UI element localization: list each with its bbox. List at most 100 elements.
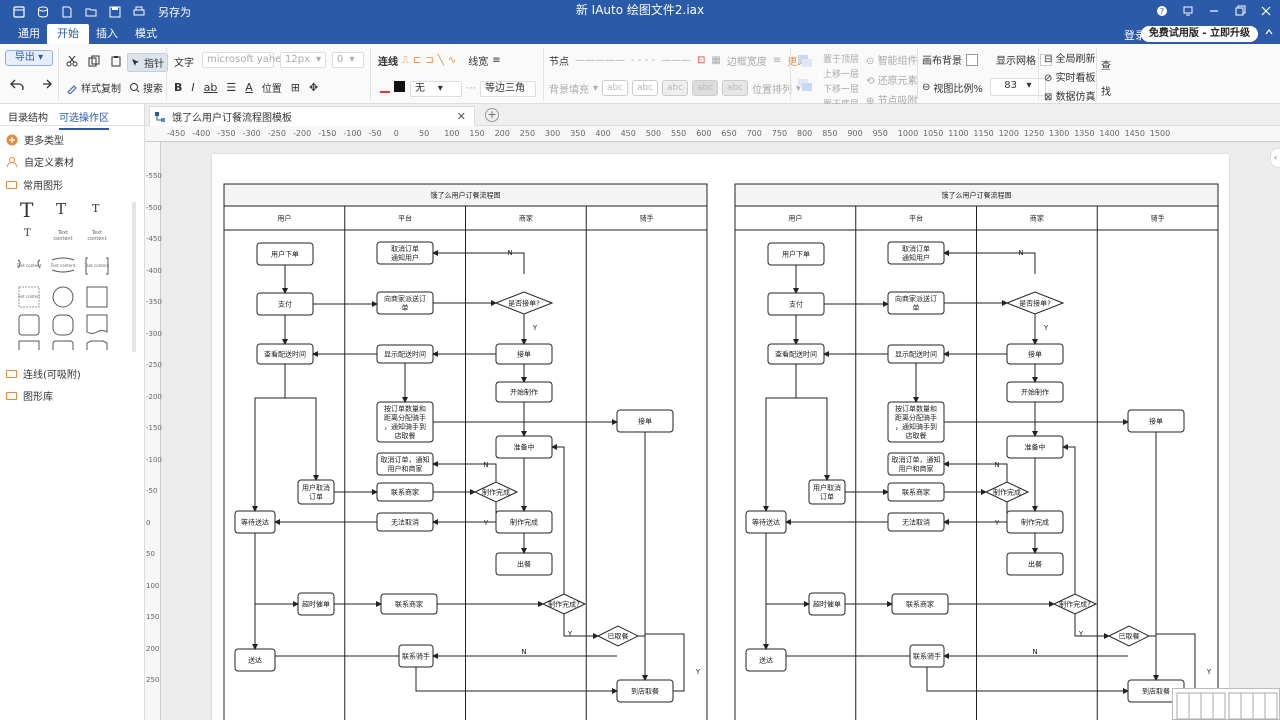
copy-icon[interactable] (88, 55, 100, 70)
text-tiny-shape[interactable]: T (24, 228, 31, 239)
bring-top-button[interactable]: 置于顶层 (823, 55, 860, 65)
new-tab-button[interactable]: + (485, 108, 499, 122)
node-dash-icon[interactable]: - - - - (631, 55, 655, 66)
change-label[interactable]: 更改 (787, 57, 808, 68)
line-width-icon[interactable]: ≡ (492, 55, 501, 66)
style-swatch-1[interactable]: abc (602, 80, 629, 96)
style-swatch-3[interactable]: abc (662, 80, 689, 96)
text-small-shape[interactable]: T (92, 202, 100, 215)
smart-component-button[interactable]: ⊙ 智能组件 (866, 56, 918, 67)
bg-fill-button[interactable]: 背景填充 (549, 84, 589, 96)
tab-start[interactable]: 开始 (47, 24, 89, 44)
tab-mode[interactable]: 模式 (135, 27, 157, 40)
redo-icon[interactable] (38, 78, 52, 93)
collapse-ribbon-icon[interactable] (1264, 27, 1274, 40)
file-icon[interactable] (10, 3, 28, 21)
tab-directory[interactable]: 目录结构 (8, 113, 48, 124)
circle-shape[interactable] (52, 286, 74, 308)
connectors-item[interactable]: 连线(可吸附) (6, 366, 81, 381)
border-width-icon[interactable]: ≡ (772, 55, 782, 66)
right-panel-toggle[interactable]: ‹ (1270, 148, 1280, 168)
square-bracket-shape[interactable]: Text content (84, 256, 110, 276)
tab-operation-area[interactable]: 可选操作区 (59, 109, 109, 130)
letter-spacing-select[interactable]: 0 ▾ (332, 52, 364, 68)
align-icon[interactable]: ☰ (226, 81, 237, 94)
document-shape[interactable] (86, 314, 108, 336)
custom-assets-item[interactable]: 自定义素材 (6, 154, 74, 169)
text-box-shape[interactable]: Text content (18, 286, 40, 308)
document-tab[interactable]: 饿了么用户订餐流程图模板 ✕ (149, 106, 475, 126)
tab-insert[interactable]: 插入 (96, 27, 118, 40)
diagonal-connector-icon[interactable]: ╲ (437, 55, 444, 66)
print-icon[interactable] (130, 3, 148, 21)
database-icon[interactable] (34, 3, 52, 21)
layer-icon[interactable] (797, 54, 813, 71)
palette-scrollbar[interactable] (132, 202, 136, 352)
save-icon[interactable] (106, 3, 124, 21)
partial-shape-2[interactable] (52, 340, 74, 350)
tab-general[interactable]: 通用 (18, 27, 40, 40)
restore-element-button[interactable]: ⟲ 还原元素 (866, 76, 918, 87)
italic-icon[interactable]: I (191, 81, 195, 94)
canvas-bg-checkbox[interactable] (966, 53, 978, 66)
live-board-button[interactable]: ⊘ 实时看板 (1044, 73, 1096, 84)
cut-icon[interactable] (66, 55, 78, 70)
brace-shape[interactable]: Text content (16, 256, 42, 276)
skin-icon[interactable] (1180, 3, 1196, 19)
new-file-icon[interactable] (58, 3, 76, 21)
text-large-shape[interactable]: T (20, 198, 34, 222)
minimize-icon[interactable] (1206, 3, 1222, 19)
border-width-label[interactable]: 边框宽度 (726, 57, 767, 68)
style-swatch-4[interactable]: abc (692, 80, 719, 96)
save-as-button[interactable]: 另存为 (158, 6, 191, 19)
common-shapes-item[interactable]: 常用图形 (6, 177, 63, 192)
elbow-connector-icon[interactable]: ⊏ (413, 55, 422, 66)
login-link[interactable]: 登录 (1124, 29, 1146, 42)
help-icon[interactable]: ? (1154, 3, 1170, 19)
bracket-shape[interactable]: Text content (50, 256, 76, 276)
search-button[interactable]: 搜索 (129, 80, 163, 95)
format-copy-button[interactable]: 样式复制 (66, 80, 121, 95)
octagon-shape[interactable] (52, 314, 74, 336)
find-button[interactable]: 查找 (1101, 61, 1111, 98)
style-swatch-2[interactable]: abc (632, 80, 659, 96)
straight-connector-icon[interactable]: ⎍ (402, 55, 409, 66)
upgrade-button[interactable]: 免费试用版 - 立即升级 (1140, 26, 1258, 42)
close-tab-icon[interactable]: ✕ (456, 110, 466, 123)
flowchart-diagram[interactable]: 饿了么用户订餐流程图用户平台商家骑手用户下单支付查看配送时间用户取消订单等待送达… (212, 154, 1229, 720)
font-size-select[interactable]: 12px ▾ (280, 52, 326, 68)
undo-icon[interactable] (10, 78, 24, 93)
arrow-type-select[interactable]: 等边三角 (480, 80, 536, 97)
bring-down-button[interactable]: 下移一层 (823, 85, 860, 95)
drawing-page[interactable]: 饿了么用户订餐流程图用户平台商家骑手用户下单支付查看配送时间用户取消订单等待送达… (212, 154, 1229, 720)
border-color-icon[interactable]: ⊡ (696, 55, 706, 66)
bring-up-button[interactable]: 上移一层 (823, 70, 860, 80)
rounded-rect-shape[interactable] (18, 314, 40, 336)
square-shape[interactable] (86, 286, 108, 308)
position-label[interactable]: 位置 (261, 84, 282, 95)
node-snap-button[interactable]: ⊕ 节点吸附 (866, 96, 918, 107)
text-content-shape-1[interactable]: Text content (53, 230, 73, 242)
text-medium-shape[interactable]: T (56, 200, 67, 218)
export-dropdown[interactable]: 导出 ▾ (5, 50, 53, 66)
node-solid-icon[interactable]: ——— (660, 55, 691, 66)
more-types-item[interactable]: 更多类型 (6, 132, 64, 147)
bold-icon[interactable]: B (174, 81, 183, 94)
font-color-icon[interactable]: A (245, 81, 253, 94)
transparency-icon[interactable]: ▦ (711, 55, 721, 66)
underline-icon[interactable]: ab (203, 81, 218, 94)
fill-select[interactable]: 无 ▾ (410, 80, 462, 97)
line-color-picker[interactable] (378, 80, 406, 97)
curve-connector-icon[interactable]: ∿ (447, 55, 457, 66)
line-width-label[interactable]: 线宽 (468, 57, 489, 68)
minimap[interactable] (1172, 688, 1280, 720)
arrange-button[interactable]: 位置排列 (752, 84, 793, 96)
text-content-shape-2[interactable]: Text content (87, 230, 107, 242)
open-folder-icon[interactable] (82, 3, 100, 21)
layer-back-icon[interactable] (797, 78, 813, 95)
partial-shape-1[interactable] (18, 340, 40, 350)
node-line-icon[interactable]: ————— (575, 55, 625, 66)
move-icon[interactable]: ✥ (309, 81, 319, 94)
paste-icon[interactable] (110, 55, 122, 70)
